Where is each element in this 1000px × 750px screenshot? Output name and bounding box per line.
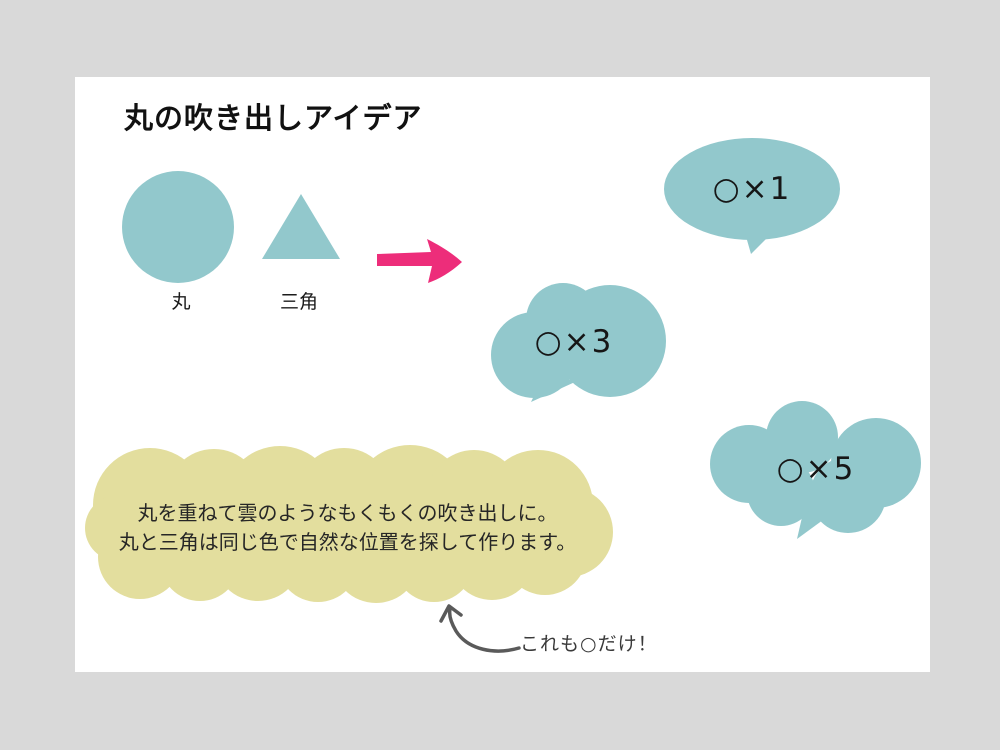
bubble-x3-label: ○×3: [534, 324, 614, 360]
note-text: 丸を重ねて雲のようなもくもくの吹き出しに。 丸と三角は同じ色で自然な位置を探して…: [95, 499, 600, 557]
circle-shape-label: 丸: [171, 291, 191, 313]
note-line-1: 丸を重ねて雲のようなもくもくの吹き出しに。: [137, 501, 558, 525]
annotation-text: これも○だけ！: [520, 633, 658, 655]
bubble-x1-label: ○×1: [712, 171, 792, 207]
note-line-2: 丸と三角は同じ色で自然な位置を探して作ります。: [118, 530, 577, 554]
page-title: 丸の吹き出しアイデア: [124, 101, 423, 135]
canvas-card: [75, 77, 930, 672]
triangle-shape-label: 三角: [279, 291, 319, 313]
bubble-x5-label: ○×5: [776, 451, 856, 487]
